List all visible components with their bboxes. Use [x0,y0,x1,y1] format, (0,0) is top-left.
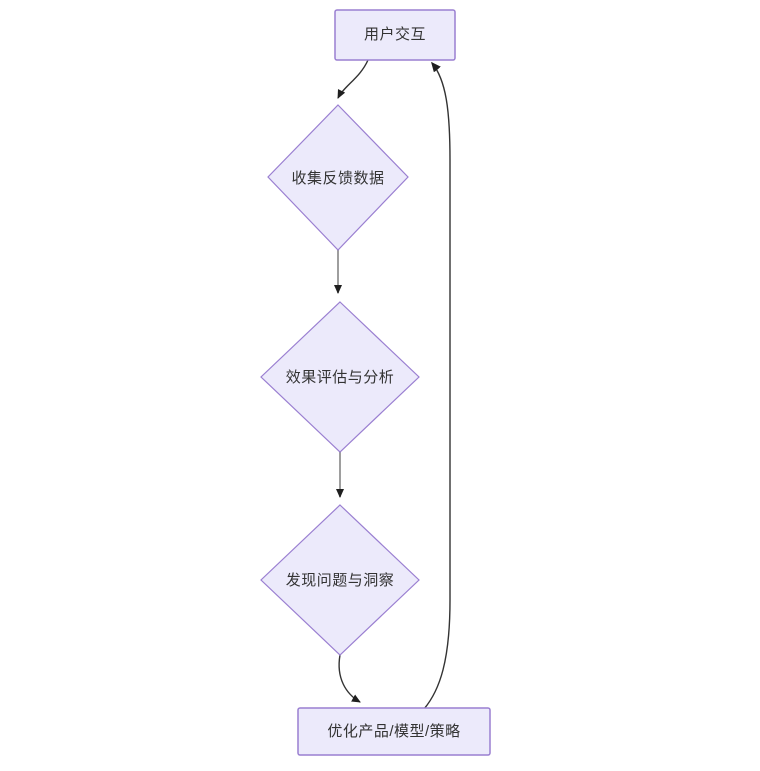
edge-discover-problems-insights-to-optimize-product-model-strategy [338,654,361,703]
edges-layer [334,59,451,710]
edge-user-interaction-to-collect-feedback-data [337,59,369,99]
node-collect-feedback-data[interactable] [267,104,409,251]
node-effect-evaluation-analysis[interactable] [260,301,420,453]
node-discover-problems-insights[interactable] [260,504,420,656]
nodes-layer [260,9,491,756]
node-optimize-product-model-strategy[interactable] [297,707,491,756]
edge-optimize-product-model-strategy-to-user-interaction [423,61,451,710]
node-user-interaction[interactable] [334,9,456,61]
